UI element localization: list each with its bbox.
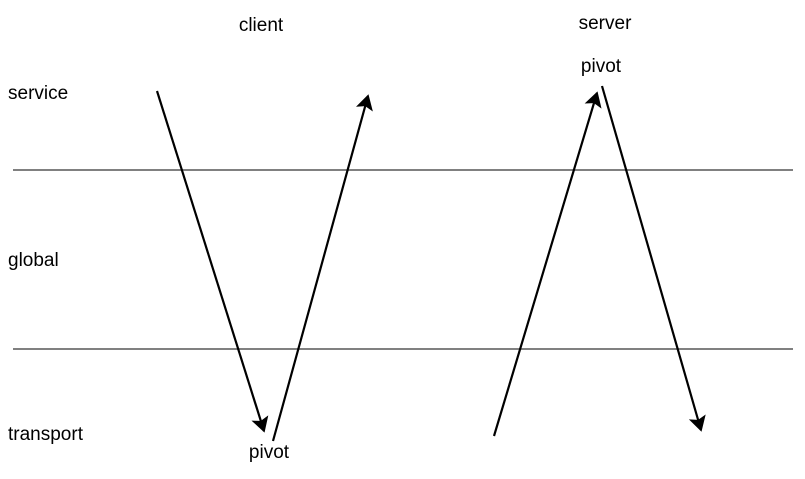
- column-label-server: server: [578, 13, 632, 34]
- client-descending-arrow: [155, 90, 269, 433]
- layer-label-transport: transport: [8, 424, 83, 445]
- layer-label-service: service: [8, 83, 69, 104]
- client-ascending-arrow: [271, 94, 373, 442]
- column-label-client: client: [238, 15, 284, 36]
- pivot-label-client: pivot: [248, 442, 290, 463]
- server-ascending-arrow: [492, 91, 602, 437]
- layer-label-global: global: [8, 250, 59, 271]
- pivot-label-server: pivot: [580, 56, 622, 77]
- server-descending-arrow: [600, 85, 706, 432]
